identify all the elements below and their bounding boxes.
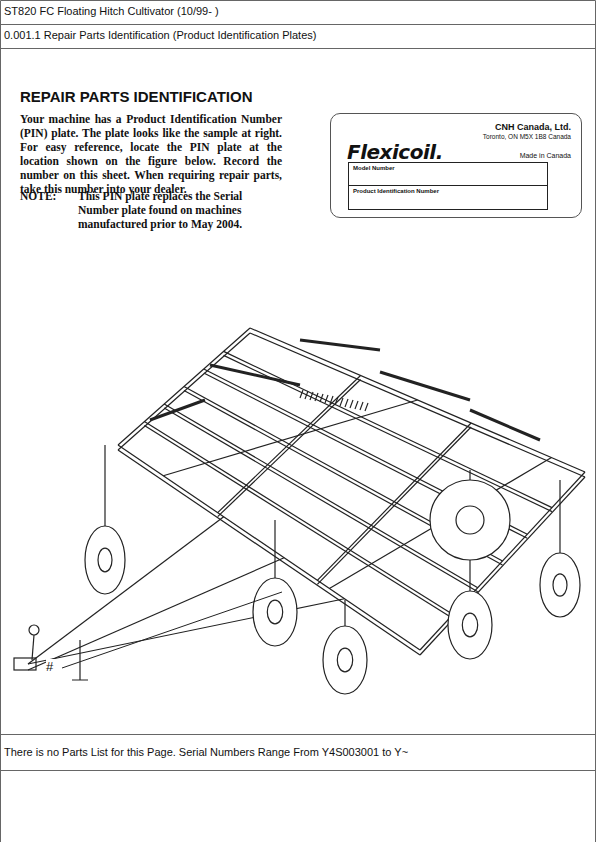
plate-text: Model Number	[353, 165, 395, 171]
brand-logo: Flexicoil.	[347, 140, 443, 164]
plate-field: Product Identification Number	[348, 186, 548, 210]
plate-text: Toronto, ON M5X 1B8 Canada	[483, 133, 571, 140]
plate-text: Made in Canada	[520, 152, 571, 159]
cultivator-drawing	[14, 328, 585, 694]
plate-field: Model Number	[348, 162, 548, 186]
frame-rule	[0, 1, 1, 842]
frame-rule	[1, 734, 596, 735]
frame-rule	[1, 0, 596, 1]
text-label: NOTE:	[20, 189, 75, 203]
pin-plate: CNH Canada, Ltd.Toronto, ON M5X 1B8 Cana…	[330, 113, 582, 218]
plate-text: CNH Canada, Ltd.	[495, 122, 571, 132]
leader-line	[62, 592, 282, 668]
callout-number: #	[46, 659, 62, 674]
text-label: ST820 FC Floating Hitch Cultivator (10/9…	[4, 5, 584, 17]
text-label: 0.001.1 Repair Parts Identification (Pro…	[4, 29, 584, 41]
frame-rule	[595, 1, 596, 842]
text-label: Your machine has a Product Identificatio…	[20, 112, 282, 196]
text-label: This PIN plate replaces the Serial Numbe…	[78, 189, 283, 231]
frame-rule	[1, 24, 596, 25]
section-heading: REPAIR PARTS IDENTIFICATION	[20, 88, 320, 105]
frame-rule	[1, 48, 596, 49]
text-label: There is no Parts List for this Page. Se…	[4, 746, 589, 758]
frame-rule	[1, 770, 596, 771]
plate-text: Product Identification Number	[353, 188, 439, 194]
